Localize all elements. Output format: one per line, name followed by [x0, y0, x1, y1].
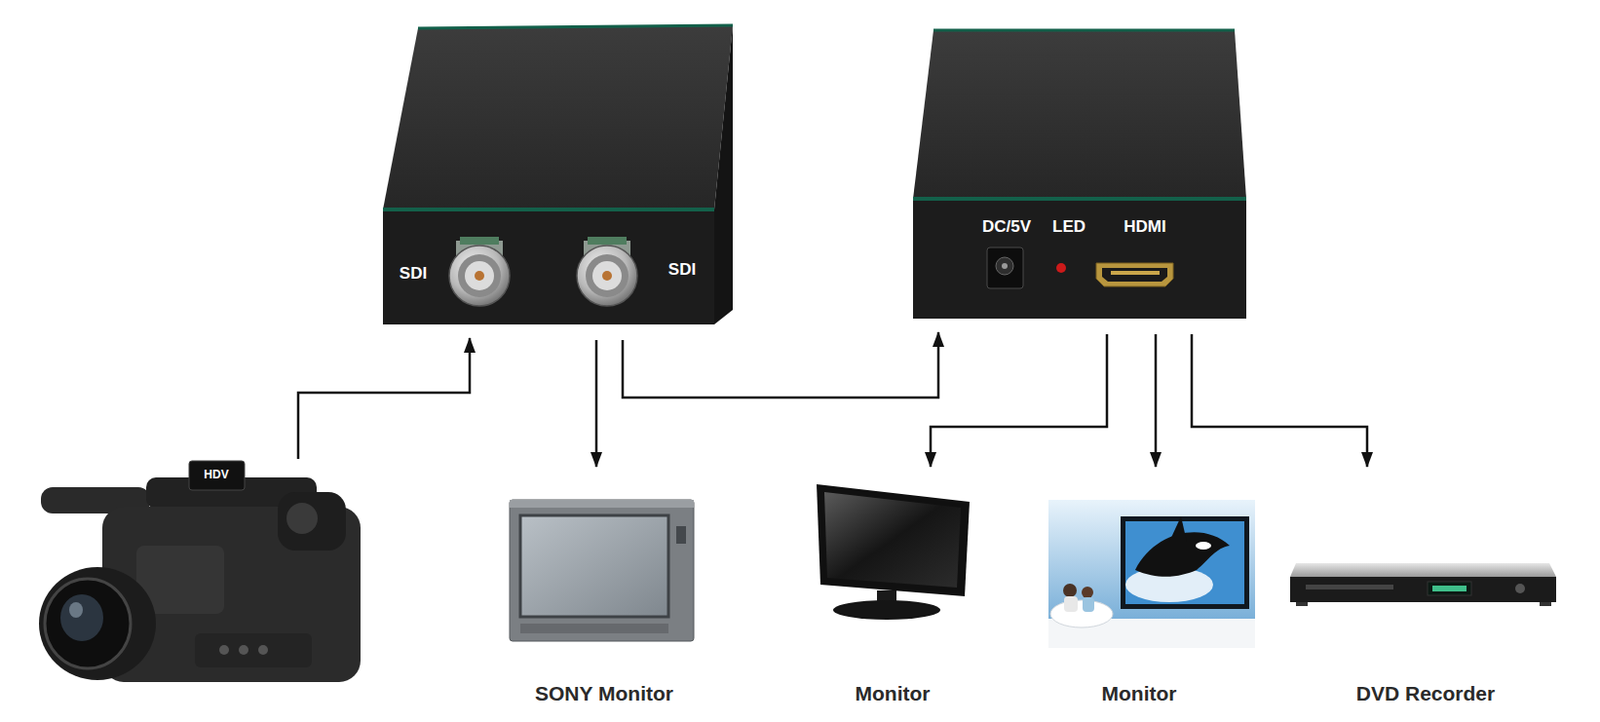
sdi-converter-face: SDI SDI — [382, 209, 715, 325]
dvd-recorder — [1290, 563, 1557, 607]
panel-label: SDI — [668, 260, 696, 280]
sdi-converter — [382, 25, 733, 325]
signal-arrow — [298, 338, 470, 459]
dvd-recorder: DVD Recorder — [1290, 484, 1557, 711]
device-caption: Monitor — [855, 682, 931, 706]
panel-label: HDMI — [1123, 217, 1166, 237]
device-caption: DVD Recorder — [1356, 682, 1495, 706]
signal-arrow — [595, 340, 599, 467]
tv-monitor: Monitor — [1048, 484, 1256, 711]
signal-arrow — [1154, 334, 1158, 467]
lcd-monitor: Monitor — [808, 484, 977, 711]
signal-arrow — [930, 334, 1107, 467]
signal-arrow — [622, 332, 939, 398]
broadcast-monitor — [509, 499, 694, 642]
hdmi-converter-face: DC/5V LED HDMI — [913, 198, 1247, 319]
broadcast-monitor: SONY Monitor — [501, 484, 707, 711]
tv-scene — [1048, 499, 1256, 648]
panel-label: DC/5V — [982, 217, 1031, 237]
panel-label: SDI — [399, 264, 427, 284]
device-caption: Monitor — [1102, 682, 1178, 706]
hdmi-converter — [913, 30, 1247, 319]
device-caption: SONY Monitor — [534, 682, 674, 706]
camcorder: HDV — [36, 458, 363, 684]
panel-label: LED — [1052, 217, 1086, 237]
camcorder — [38, 460, 361, 683]
signal-arrow — [1191, 334, 1368, 467]
lcd-monitor — [816, 484, 970, 620]
panel-label: HDV — [203, 468, 229, 483]
